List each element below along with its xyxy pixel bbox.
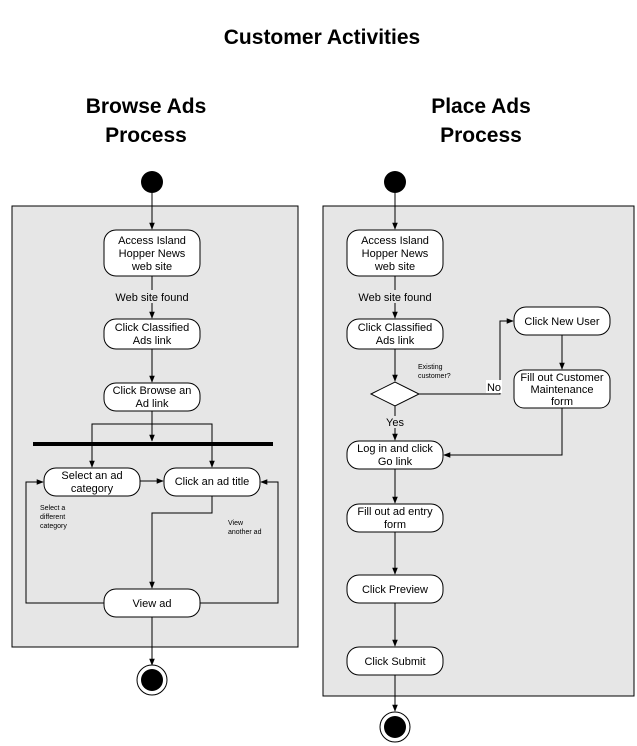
browse-select-different-line1: Select a bbox=[40, 505, 65, 512]
browse-access-line1: Access Island bbox=[118, 235, 186, 247]
browse-lane-title-line2: Process bbox=[105, 124, 187, 147]
browse-access-line3: web site bbox=[131, 261, 172, 273]
place-click-submit-text: Click Submit bbox=[364, 656, 425, 668]
browse-edge-view-to-title bbox=[200, 479, 279, 604]
browse-web-site-found-label: Web site found bbox=[115, 292, 188, 304]
browse-select-different-line3: category bbox=[40, 523, 67, 530]
browse-select-different-line2: different bbox=[40, 514, 65, 521]
place-access-line2: Hopper News bbox=[362, 248, 429, 260]
place-click-classified-line1: Click Classified bbox=[358, 322, 433, 334]
place-edge-no bbox=[419, 318, 514, 395]
browse-edge-title-to-view bbox=[149, 496, 213, 589]
browse-lane bbox=[11, 205, 299, 648]
place-existing-line1: Existing bbox=[418, 364, 443, 371]
place-click-new-user-text: Click New User bbox=[524, 316, 600, 328]
browse-fork-bar bbox=[33, 442, 273, 446]
browse-click-classified-line2: Ads link bbox=[133, 335, 172, 347]
place-yes-label: Yes bbox=[386, 417, 404, 429]
place-yes-label-bg bbox=[384, 416, 406, 428]
place-fill-customer-line2: Maintenance bbox=[531, 384, 594, 396]
place-no-label-bg bbox=[486, 380, 502, 393]
place-existing-line2: customer? bbox=[418, 373, 451, 380]
place-end-node bbox=[384, 716, 406, 738]
browse-click-browse-line1: Click Browse an bbox=[113, 385, 192, 397]
place-no-label: No bbox=[487, 382, 501, 394]
browse-label-bg bbox=[112, 290, 192, 303]
browse-view-ad-text: View ad bbox=[133, 598, 172, 610]
place-login-line1: Log in and click bbox=[357, 443, 433, 455]
browse-edge-fork-left bbox=[89, 423, 152, 468]
browse-view-another-line1: View bbox=[228, 520, 244, 527]
place-lane-title-line2: Process bbox=[440, 124, 522, 147]
browse-end-node bbox=[141, 669, 163, 691]
browse-click-classified-line1: Click Classified bbox=[115, 322, 190, 334]
browse-select-category-node bbox=[43, 467, 141, 497]
place-fill-ad-entry-line1: Fill out ad entry bbox=[357, 506, 433, 518]
browse-select-category-line1: Select an ad bbox=[61, 470, 122, 482]
browse-select-category-line2: category bbox=[71, 483, 114, 495]
place-start-node bbox=[384, 171, 406, 193]
browse-edge-view-to-category bbox=[25, 479, 104, 604]
place-click-classified-line2: Ads link bbox=[376, 335, 415, 347]
browse-click-browse-line2: Ad link bbox=[135, 398, 169, 410]
browse-edge-fork-right bbox=[152, 423, 215, 468]
browse-access-line2: Hopper News bbox=[119, 248, 186, 260]
place-login-line2: Go link bbox=[378, 456, 413, 468]
place-access-line3: web site bbox=[374, 261, 415, 273]
place-access-line1: Access Island bbox=[361, 235, 429, 247]
place-edge-customer-to-login bbox=[443, 408, 563, 458]
place-fill-ad-entry-line2: form bbox=[384, 519, 406, 531]
browse-click-ad-title-text: Click an ad title bbox=[175, 476, 250, 488]
diagram-title: Customer Activities bbox=[224, 26, 420, 49]
browse-start-node bbox=[141, 171, 163, 193]
place-fill-customer-line1: Fill out Customer bbox=[520, 372, 603, 384]
place-lane-title-line1: Place Ads bbox=[431, 95, 531, 118]
place-click-preview-text: Click Preview bbox=[362, 584, 428, 596]
browse-lane-title-line1: Browse Ads bbox=[86, 95, 207, 118]
place-label-bg bbox=[355, 290, 435, 303]
place-web-site-found-label: Web site found bbox=[358, 292, 431, 304]
place-fill-customer-line3: form bbox=[551, 396, 573, 408]
browse-view-another-line2: another ad bbox=[228, 529, 262, 536]
